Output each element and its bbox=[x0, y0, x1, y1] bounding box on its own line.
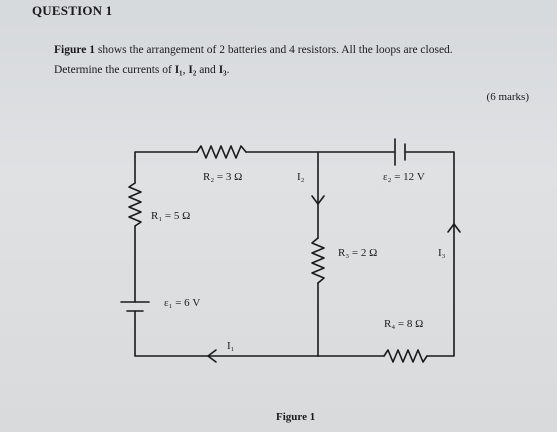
question-line-2: Determine the currents of bbox=[54, 64, 175, 76]
current-i1-text: I₁ bbox=[174, 64, 183, 76]
resistor-r1-symbol bbox=[128, 182, 142, 227]
bottom-right-wire bbox=[426, 231, 455, 357]
resistor-r3-symbol bbox=[311, 237, 325, 284]
resistor-r1-label: R₁ = 5 Ω bbox=[151, 210, 190, 222]
current-i3-text: I₃ bbox=[218, 64, 227, 76]
resistor-r2-label: R₂ = 3 Ω bbox=[203, 171, 242, 183]
current-i2-text: I₂ bbox=[188, 64, 197, 76]
current-i3-label: I₃ bbox=[438, 247, 446, 259]
current-i2-label: I₂ bbox=[297, 171, 305, 183]
bottom-left-wire bbox=[134, 310, 319, 357]
current-i3-arrow bbox=[447, 223, 461, 233]
current-i1-label: I₁ bbox=[227, 340, 235, 352]
figure-reference: Figure 1 bbox=[54, 44, 95, 56]
sentence-end: . bbox=[226, 64, 230, 76]
separator-2: and bbox=[196, 64, 219, 76]
question-text: Figure 1 shows the arrangement of 2 batt… bbox=[54, 40, 534, 80]
battery-e2-label: ε₂ = 12 V bbox=[383, 171, 425, 183]
top-right-wire bbox=[404, 151, 455, 233]
marks-label: (6 marks) bbox=[486, 91, 529, 103]
battery-e1-label: ε₁ = 6 V bbox=[164, 297, 200, 309]
separator-1: , bbox=[182, 64, 189, 76]
top-left-wire bbox=[134, 151, 198, 158]
current-i1-arrow bbox=[207, 349, 217, 363]
question-line-1: shows the arrangement of 2 batteries and… bbox=[95, 44, 453, 56]
resistor-r4-label: R₄ = 8 Ω bbox=[384, 318, 423, 330]
current-i2-arrow bbox=[311, 195, 325, 205]
figure-caption: Figure 1 bbox=[276, 411, 316, 423]
resistor-r3-label: R₃ = 2 Ω bbox=[338, 247, 377, 259]
resistor-r2-symbol bbox=[196, 145, 247, 159]
resistor-r4-symbol bbox=[383, 349, 428, 363]
question-heading: QUESTION 1 bbox=[32, 3, 113, 18]
